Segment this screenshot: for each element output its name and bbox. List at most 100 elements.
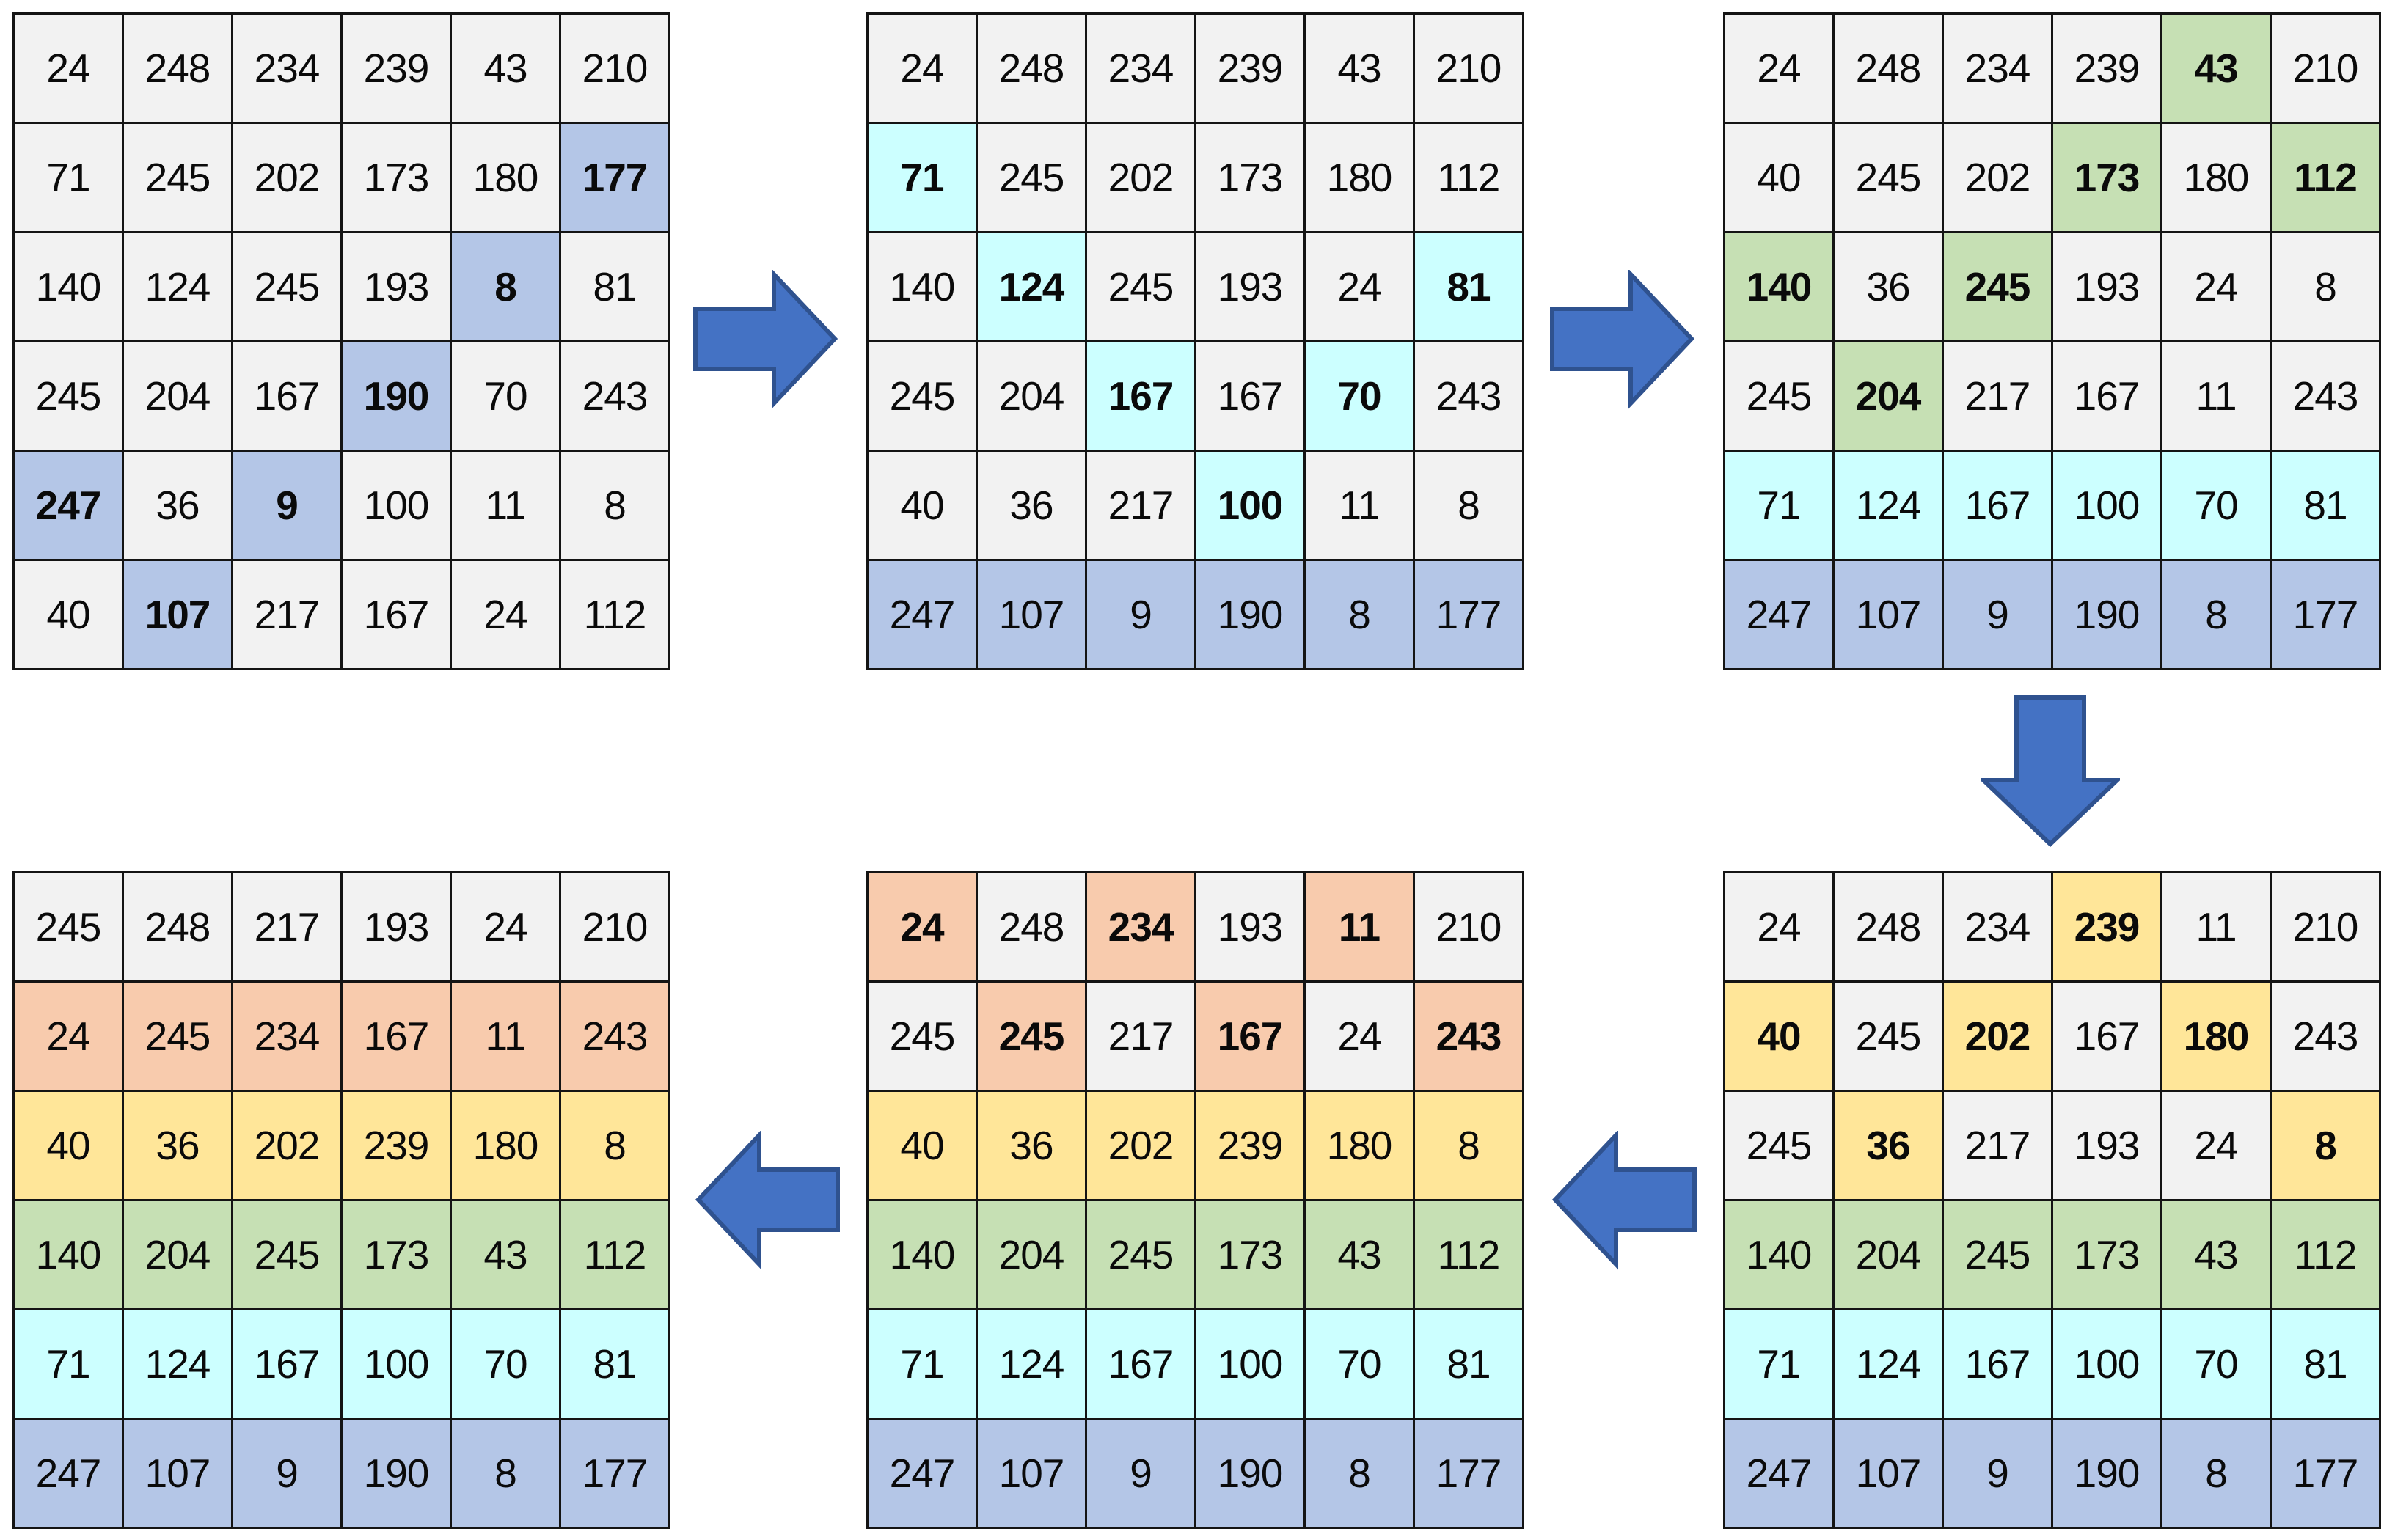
grid-cell-r4c1: 245 xyxy=(15,342,122,450)
grid-cell-r3c5: 8 xyxy=(452,233,559,340)
grid-cell-r3c2: 36 xyxy=(124,1092,231,1199)
grid-cell-r4c6: 243 xyxy=(2272,342,2379,450)
grid-cell-r5c6: 81 xyxy=(561,1310,668,1418)
grid-cell-r6c2: 107 xyxy=(978,561,1085,668)
grid-cell-r5c2: 124 xyxy=(978,1310,1085,1418)
grid-cell-r2c4: 167 xyxy=(2053,983,2160,1090)
grid-cell-r3c3: 245 xyxy=(1087,233,1194,340)
grid-cell-r5c5: 11 xyxy=(452,452,559,559)
grid-cell-r2c3: 202 xyxy=(1087,124,1194,231)
grid-cell-r2c3: 202 xyxy=(1944,124,2051,231)
grid-cell-r3c6: 8 xyxy=(2272,1092,2379,1199)
grid-cell-r4c5: 43 xyxy=(2162,1201,2270,1308)
grid-cell-r5c2: 124 xyxy=(1835,452,1942,559)
grid-cell-r2c6: 243 xyxy=(2272,983,2379,1090)
grid-cell-r1c1: 24 xyxy=(869,15,976,122)
grid-cell-r1c5: 43 xyxy=(1306,15,1413,122)
grid-cell-r3c6: 81 xyxy=(561,233,668,340)
grid-cell-r4c1: 140 xyxy=(15,1201,122,1308)
grid-cell-r6c3: 9 xyxy=(1944,561,2051,668)
grid-cell-r5c5: 11 xyxy=(1306,452,1413,559)
grid-cell-r3c5: 180 xyxy=(1306,1092,1413,1199)
grid-cell-r4c3: 217 xyxy=(1944,342,2051,450)
grid-cell-r4c1: 140 xyxy=(869,1201,976,1308)
grid-cell-r2c5: 24 xyxy=(1306,983,1413,1090)
grid-cell-r3c2: 124 xyxy=(124,233,231,340)
grid-cell-r4c3: 245 xyxy=(233,1201,340,1308)
grid-cell-r2c2: 245 xyxy=(124,983,231,1090)
grid-cell-r3c3: 245 xyxy=(1944,233,2051,340)
grid-cell-r6c4: 190 xyxy=(2053,1420,2160,1527)
grid-cell-r5c4: 100 xyxy=(343,1310,450,1418)
grid-cell-r3c1: 140 xyxy=(869,233,976,340)
grid-cell-r4c6: 243 xyxy=(1415,342,1522,450)
grid-cell-r2c6: 243 xyxy=(561,983,668,1090)
grid-cell-r4c1: 245 xyxy=(869,342,976,450)
grid-cell-r4c6: 243 xyxy=(561,342,668,450)
grid-cell-r6c5: 8 xyxy=(2162,1420,2270,1527)
grid-cell-r4c2: 204 xyxy=(1835,1201,1942,1308)
grid-cell-r6c5: 8 xyxy=(2162,561,2270,668)
grid-cell-r3c1: 40 xyxy=(15,1092,122,1199)
grid-cell-r5c5: 70 xyxy=(2162,1310,2270,1418)
grid-cell-r1c5: 43 xyxy=(2162,15,2270,122)
grid-cell-r2c1: 40 xyxy=(1725,124,1832,231)
grid-cell-r5c4: 100 xyxy=(1196,452,1303,559)
grid-cell-r4c4: 167 xyxy=(1196,342,1303,450)
grid-cell-r2c1: 40 xyxy=(1725,983,1832,1090)
grid-cell-r5c3: 167 xyxy=(233,1310,340,1418)
grid-cell-r6c6: 112 xyxy=(561,561,668,668)
arrow-left-icon xyxy=(1551,1131,1697,1270)
grid-cell-r1c1: 245 xyxy=(15,873,122,980)
grid-cell-r6c5: 8 xyxy=(1306,1420,1413,1527)
grid-cell-r5c3: 167 xyxy=(1944,1310,2051,1418)
grid-cell-r1c2: 248 xyxy=(124,873,231,980)
grid-cell-r3c1: 140 xyxy=(15,233,122,340)
grid-cell-r5c6: 8 xyxy=(1415,452,1522,559)
grid-cell-r5c3: 167 xyxy=(1087,1310,1194,1418)
grid-cell-r2c2: 245 xyxy=(978,983,1085,1090)
grid-cell-r1c3: 234 xyxy=(233,15,340,122)
grid-cell-r1c2: 248 xyxy=(978,15,1085,122)
grid-cell-r6c2: 107 xyxy=(1835,561,1942,668)
grid-cell-r3c1: 140 xyxy=(1725,233,1832,340)
grid-cell-r6c4: 190 xyxy=(2053,561,2160,668)
grid-cell-r6c1: 247 xyxy=(1725,561,1832,668)
grid-cell-r2c4: 167 xyxy=(343,983,450,1090)
grid-cell-r6c1: 40 xyxy=(15,561,122,668)
grid-cell-r3c5: 24 xyxy=(1306,233,1413,340)
grid-cell-r6c6: 177 xyxy=(1415,561,1522,668)
grid-cell-r4c6: 112 xyxy=(561,1201,668,1308)
grid-cell-r2c2: 245 xyxy=(124,124,231,231)
grid-cell-r1c4: 239 xyxy=(2053,873,2160,980)
grid-cell-r1c1: 24 xyxy=(869,873,976,980)
grid-cell-r6c5: 24 xyxy=(452,561,559,668)
grid-cell-r5c4: 100 xyxy=(2053,1310,2160,1418)
grid-cell-r3c2: 36 xyxy=(978,1092,1085,1199)
grid-cell-r2c6: 112 xyxy=(2272,124,2379,231)
grid-cell-r3c1: 245 xyxy=(1725,1092,1832,1199)
grid-cell-r2c3: 234 xyxy=(233,983,340,1090)
grid-cell-r4c3: 167 xyxy=(1087,342,1194,450)
grid-cell-r5c2: 36 xyxy=(124,452,231,559)
grid-cell-r5c1: 71 xyxy=(15,1310,122,1418)
grid-cell-r1c4: 239 xyxy=(2053,15,2160,122)
grid-cell-r4c2: 204 xyxy=(1835,342,1942,450)
grid-cell-r6c1: 247 xyxy=(1725,1420,1832,1527)
grid-cell-r1c1: 24 xyxy=(1725,15,1832,122)
grid-cell-r5c3: 217 xyxy=(1087,452,1194,559)
grid-cell-r5c5: 70 xyxy=(452,1310,559,1418)
grid-cell-r6c2: 107 xyxy=(1835,1420,1942,1527)
grid-cell-r2c4: 167 xyxy=(1196,983,1303,1090)
grid-cell-r6c4: 190 xyxy=(1196,561,1303,668)
grid-cell-r2c5: 11 xyxy=(452,983,559,1090)
grid-cell-r1c5: 24 xyxy=(452,873,559,980)
grid-cell-r1c2: 248 xyxy=(1835,15,1942,122)
grid-cell-r6c1: 247 xyxy=(15,1420,122,1527)
grid-cell-r1c2: 248 xyxy=(1835,873,1942,980)
grid-cell-r3c4: 193 xyxy=(1196,233,1303,340)
grid-cell-r2c1: 71 xyxy=(869,124,976,231)
